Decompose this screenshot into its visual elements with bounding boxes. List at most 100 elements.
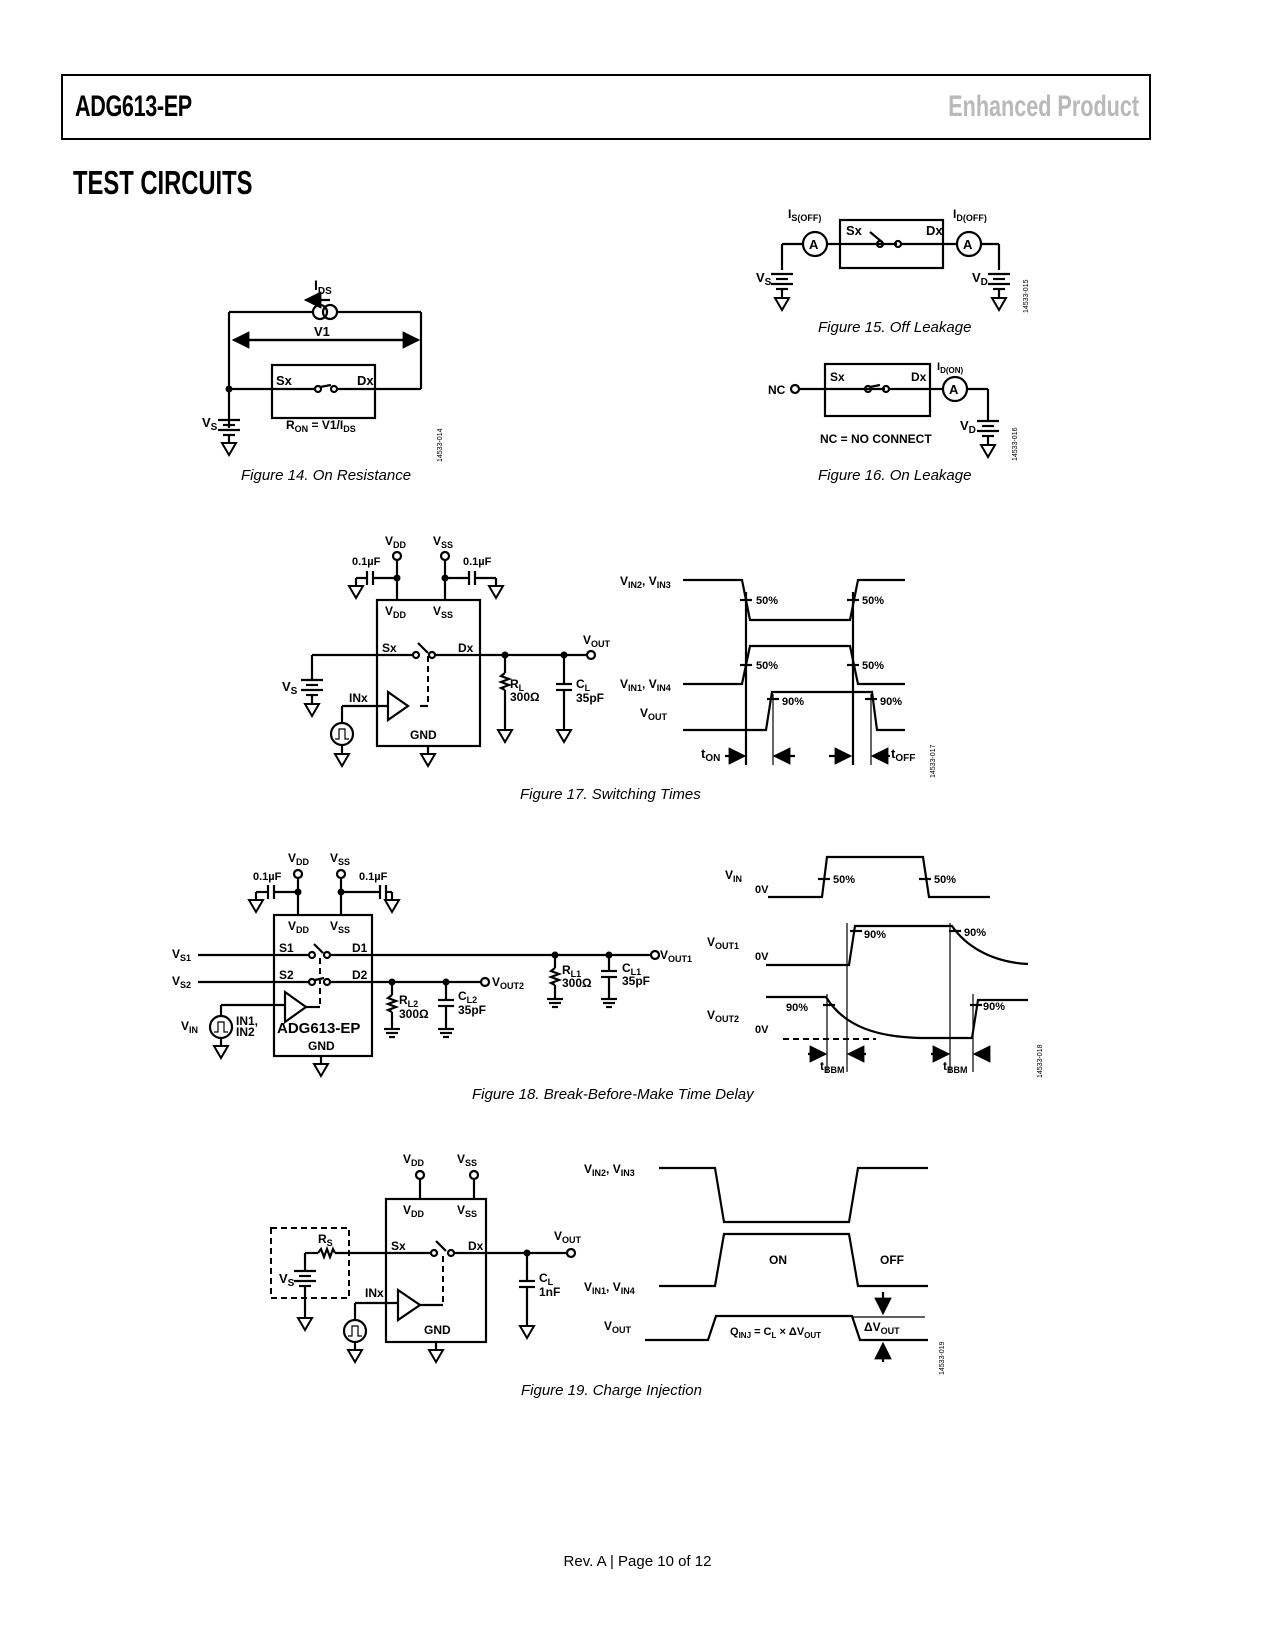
trace-vout2 (766, 995, 1028, 1040)
ids-label: IDS (314, 277, 332, 297)
svg-text:50%: 50% (756, 660, 778, 672)
svg-text:RL: RL (510, 677, 525, 693)
svg-text:VOUT: VOUT (554, 1229, 582, 1245)
svg-text:CL: CL (539, 1271, 554, 1287)
figure-14-caption: Figure 14. On Resistance (241, 467, 412, 484)
svg-text:RS: RS (318, 1232, 333, 1248)
v1-label: V1 (314, 324, 330, 339)
svg-text:CL1: CL1 (622, 961, 641, 977)
ton-label: tON (701, 746, 720, 764)
svg-text:VOUT: VOUT (604, 1319, 632, 1335)
svg-text:14533-019: 14533-019 (939, 1341, 946, 1375)
svg-text:NC: NC (768, 383, 786, 397)
trace-vin1-vin4 (683, 644, 905, 686)
part-number: ADG613-EP (75, 90, 192, 123)
svg-text:VSS: VSS (330, 919, 350, 935)
svg-text:VOUT1: VOUT1 (660, 948, 692, 964)
figure-18-break-before-make: VDD VSS 0.1µF 0.1µF VDD VSS S1 D1 S2 D2 … (172, 851, 1044, 1078)
svg-text:CL: CL (576, 677, 591, 693)
svg-text:VOUT1: VOUT1 (707, 935, 739, 951)
nc-note: NC = NO CONNECT (820, 432, 932, 446)
svg-text:14533-017: 14533-017 (930, 744, 937, 778)
svg-text:0.1µF: 0.1µF (253, 871, 282, 883)
figure-15-off-leakage: IS(OFF) ID(OFF) A Sx Dx A VS VD 14533-01… (756, 207, 1030, 313)
svg-text:VOUT2: VOUT2 (492, 975, 524, 991)
svg-text:GND: GND (308, 1039, 335, 1053)
battery-icon (769, 272, 795, 291)
svg-text:VS: VS (756, 270, 772, 288)
svg-text:CL2: CL2 (458, 989, 477, 1005)
svg-text:VIN1, VIN4: VIN1, VIN4 (584, 1280, 635, 1296)
qinj-formula: QINJ = CL × ΔVOUT (730, 1326, 821, 1340)
switch-ic (375, 598, 482, 748)
ground-icon (990, 288, 1008, 312)
svg-text:VDD: VDD (288, 919, 310, 935)
nc-terminal (789, 383, 801, 395)
svg-text:VS: VS (282, 679, 298, 697)
svg-text:VDD: VDD (403, 1203, 425, 1219)
svg-text:VD: VD (960, 418, 976, 436)
svg-text:GND: GND (424, 1323, 451, 1337)
svg-text:RL1: RL1 (562, 963, 581, 979)
svg-text:0.1µF: 0.1µF (359, 871, 388, 883)
figure-19-caption: Figure 19. Charge Injection (521, 1382, 702, 1399)
svg-text:35pF: 35pF (458, 1003, 486, 1017)
svg-text:IN1,: IN1, (236, 1014, 258, 1028)
svg-text:A: A (949, 382, 959, 397)
resistor-icon (317, 1245, 336, 1261)
svg-text:VIN: VIN (181, 1019, 198, 1035)
source-box (270, 1227, 350, 1299)
svg-text:INx: INx (365, 1286, 384, 1300)
svg-text:VIN: VIN (725, 868, 742, 884)
svg-text:VS1: VS1 (172, 947, 191, 963)
trace-label-vin2-vin3: VIN2, VIN3 (620, 574, 671, 590)
figure-18-caption: Figure 18. Break-Before-Make Time Delay (472, 1086, 754, 1103)
svg-text:S1: S1 (279, 941, 294, 955)
svg-text:14533-014: 14533-014 (437, 428, 444, 462)
trace-vin2-vin3 (683, 578, 905, 622)
section-title: TEST CIRCUITS (73, 164, 253, 201)
figure-15-caption: Figure 15. Off Leakage (818, 319, 972, 336)
svg-text:Sx: Sx (276, 373, 293, 388)
pulse-generator-icon (208, 1014, 234, 1040)
pulse-generator-icon (342, 1318, 368, 1344)
adg613-chip (272, 913, 374, 1058)
switch-block (270, 363, 377, 420)
svg-text:90%: 90% (864, 929, 886, 941)
svg-text:Sx: Sx (830, 370, 845, 384)
page-header: ADG613-EP Enhanced Product (61, 74, 1151, 140)
figure-19-charge-injection: VDD VSS VDD VSS Sx Dx RS VS INx GND (270, 1152, 946, 1375)
driver-icon (386, 689, 410, 723)
ground-icon (220, 433, 238, 457)
trace-vout1 (766, 924, 1029, 967)
svg-text:300Ω: 300Ω (399, 1007, 429, 1021)
svg-text:D1: D1 (352, 941, 368, 955)
svg-text:VSS: VSS (433, 604, 453, 620)
svg-text:RL2: RL2 (399, 993, 418, 1009)
trace-vout (645, 1314, 928, 1342)
svg-text:GND: GND (410, 728, 437, 742)
svg-text:ID(ON): ID(ON) (937, 361, 964, 375)
svg-text:Dx: Dx (458, 641, 474, 655)
svg-text:VDD: VDD (403, 1152, 425, 1168)
svg-text:50%: 50% (862, 660, 884, 672)
svg-text:VOUT: VOUT (583, 633, 611, 649)
svg-text:Dx: Dx (911, 370, 927, 384)
svg-text:VSS: VSS (330, 851, 350, 867)
svg-text:A: A (963, 237, 973, 252)
svg-text:VS: VS (202, 415, 218, 433)
svg-text:S2: S2 (279, 968, 294, 982)
svg-text:14533-018: 14533-018 (1037, 1044, 1044, 1078)
svg-text:VS: VS (279, 1271, 295, 1289)
svg-text:90%: 90% (983, 1001, 1005, 1013)
resistor-icon (497, 672, 513, 691)
svg-text:0V: 0V (755, 884, 769, 896)
svg-text:35pF: 35pF (622, 974, 650, 988)
ground-icon (773, 288, 791, 312)
svg-text:90%: 90% (782, 696, 804, 708)
svg-text:ID(OFF): ID(OFF) (953, 207, 987, 223)
svg-text:ON: ON (769, 1253, 787, 1267)
svg-text:14533-016: 14533-016 (1012, 427, 1019, 461)
trace-vout (683, 690, 905, 732)
svg-text:Dx: Dx (468, 1239, 484, 1253)
